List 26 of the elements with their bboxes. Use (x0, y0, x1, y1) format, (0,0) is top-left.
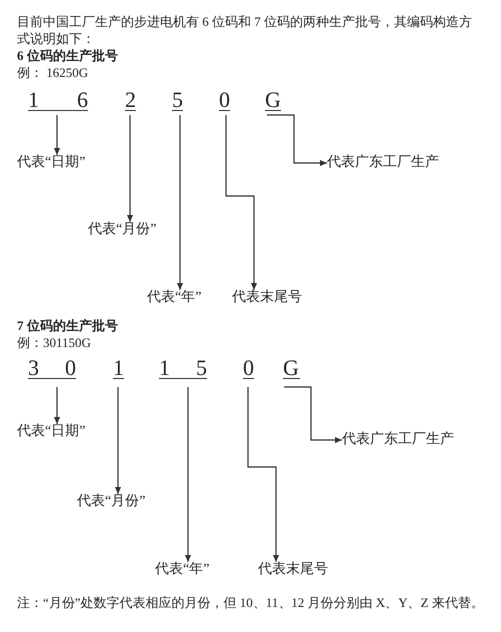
arrow (284, 386, 342, 444)
arrow (184, 387, 192, 562)
intro-text: 目前中国工厂生产的步进电机有 6 位码和 7 位码的两种生产批号，其编码构造方式说明如下： (17, 13, 473, 47)
arrow (126, 115, 134, 222)
code-description: 代表末尾号 (232, 290, 302, 306)
footnote: 注：“月份”处数字代表相应的月份，但 10、11、12 月份分别由 X、Y、Z 来代替。 (17, 594, 484, 611)
code-description: 代表“年” (155, 562, 210, 578)
code-description: 代表广东工厂生产 (327, 155, 439, 171)
code-description: 代表广东工厂生产 (342, 432, 454, 448)
section-heading: 6 位码的生产批号 (17, 47, 118, 64)
code-description: 代表“日期” (17, 424, 86, 440)
arrow (54, 115, 60, 155)
arrow (247, 387, 280, 562)
code-description: 代表“月份” (88, 222, 156, 238)
example-code: 例： 16250G (17, 64, 88, 81)
arrow (225, 115, 258, 290)
code-description: 代表“年” (147, 290, 202, 306)
code-description: 代表末尾号 (258, 562, 328, 578)
arrow (176, 115, 184, 290)
code-description: 代表“月份” (77, 494, 146, 510)
code-description: 代表“日期” (17, 155, 86, 171)
example-code: 例：301150G (17, 334, 91, 351)
section-heading: 7 位码的生产批号 (17, 317, 118, 334)
arrow (267, 114, 327, 166)
arrow (54, 387, 60, 424)
arrow (114, 387, 122, 494)
